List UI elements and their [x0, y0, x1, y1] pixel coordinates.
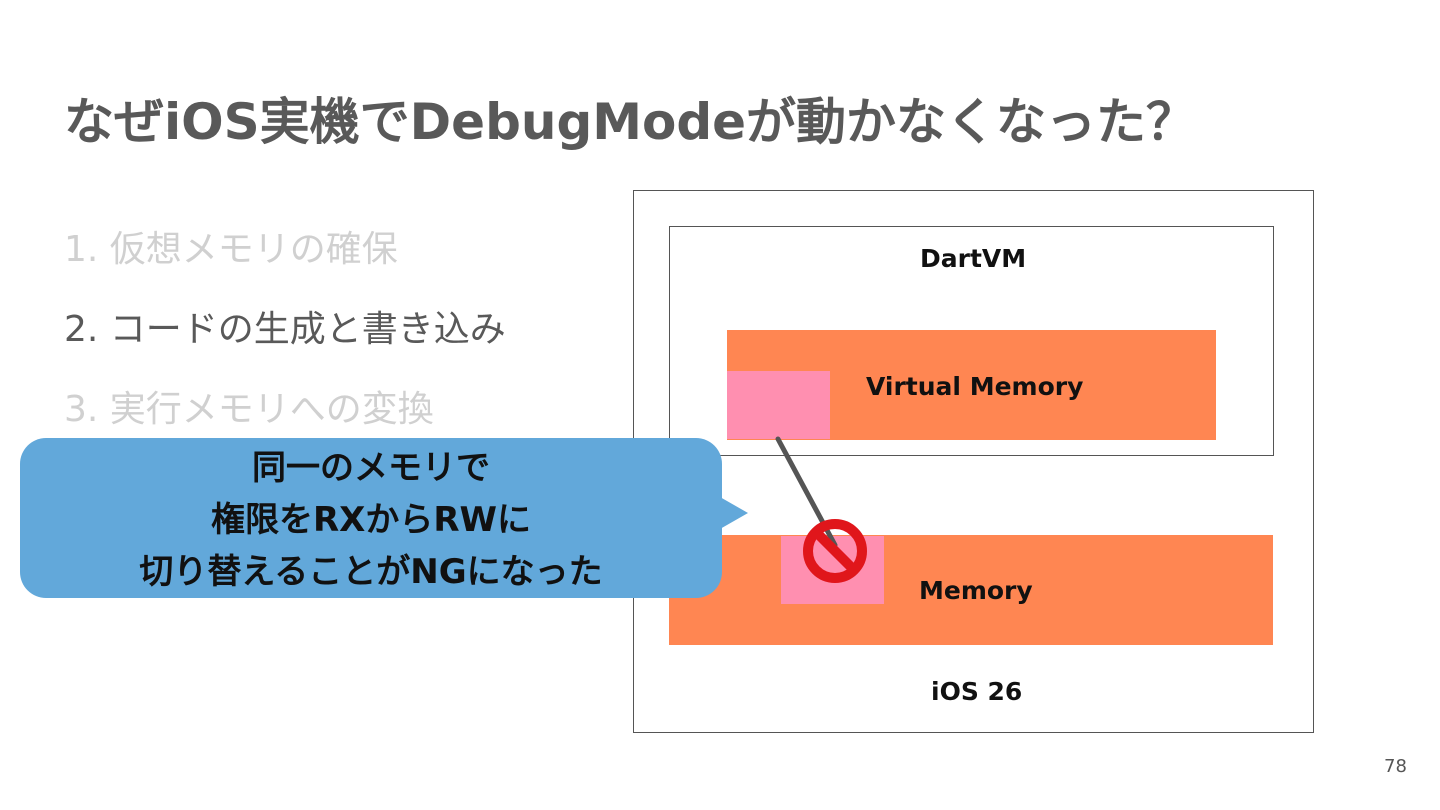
slide-title: なぜiOS実機でDebugModeが動かなくなった？ [64, 93, 1197, 151]
dartvm-label: DartVM [920, 244, 1027, 273]
callout-text: 同一のメモリで 権限をRXからRWに 切り替えることがNGになった [20, 442, 722, 598]
callout-line-3: 切り替えることがNGになった [139, 552, 603, 592]
callout-line-1: 同一のメモリで [252, 448, 490, 488]
no-entry-icon [803, 519, 867, 583]
page-number: 78 [1384, 756, 1407, 777]
steps-list: 1. 仮想メモリの確保 2. コードの生成と書き込み 3. 実行メモリへの変換 [64, 222, 506, 462]
callout-pointer [720, 497, 748, 529]
step-item-2: 2. コードの生成と書き込み [64, 309, 506, 350]
callout-line-2: 権限をRXからRWに [210, 500, 532, 540]
callout-bubble [20, 438, 722, 598]
virtual-memory-block [727, 371, 830, 439]
memory-bar [669, 535, 1273, 645]
step-item-3: 3. 実行メモリへの変換 [64, 389, 434, 430]
memory-label: Memory [919, 576, 1033, 605]
step-item-1: 1. 仮想メモリの確保 [64, 229, 398, 270]
ios-label: iOS 26 [931, 677, 1023, 706]
virtual-memory-label: Virtual Memory [866, 372, 1084, 401]
